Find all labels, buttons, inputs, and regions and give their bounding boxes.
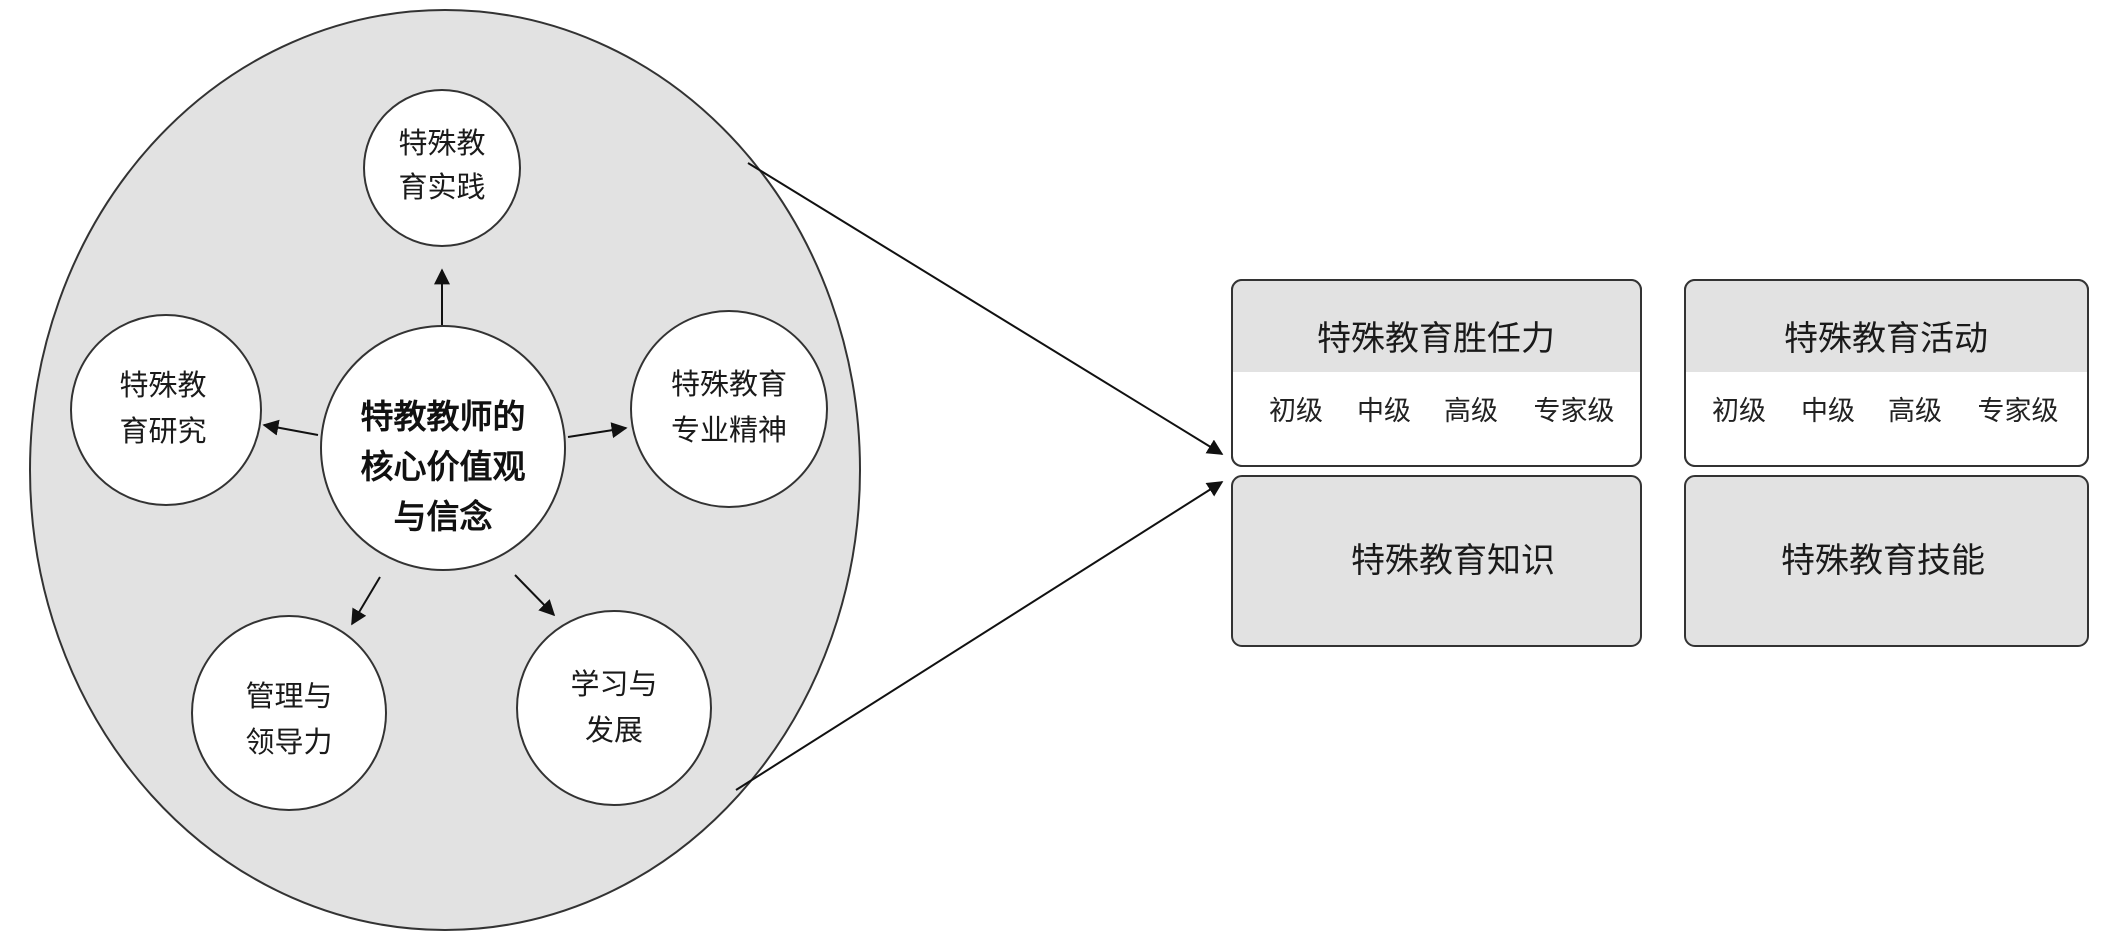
right-label-line2: 专业精神 <box>671 413 787 447</box>
arrow-to-bottom-left <box>351 576 381 626</box>
competency-level-2: 中级 <box>1357 396 1411 427</box>
bottom-right-label-line1: 学习与 <box>570 667 657 701</box>
competency-level-4: 专家级 <box>1534 396 1615 427</box>
bottom-left-circle <box>191 615 387 811</box>
center-label-line3: 与信念 <box>394 497 493 536</box>
top-label-line1: 特殊教 <box>398 126 485 160</box>
activity-box: 特殊教育活动 初级 中级 高级 专家级 <box>1684 279 2089 467</box>
skills-box: 特殊教育技能 <box>1684 475 2089 647</box>
competency-box: 特殊教育胜任力 初级 中级 高级 专家级 <box>1231 279 1642 467</box>
activity-level-4: 专家级 <box>1978 396 2059 427</box>
bottom-right-label-line2: 发展 <box>585 713 643 747</box>
right-label-line1: 特殊教育 <box>671 367 787 401</box>
center-label-line2: 核心价值观 <box>361 447 526 486</box>
connector-bottom <box>735 481 1224 791</box>
bottom-right-circle <box>516 610 712 806</box>
left-label-line1: 特殊教 <box>119 368 206 402</box>
arrow-to-bottom-right <box>514 574 556 617</box>
center-label-line1: 特教教师的 <box>361 397 526 436</box>
top-label-line2: 育实践 <box>398 170 485 204</box>
activity-title: 特殊教育活动 <box>1784 319 1988 359</box>
competency-level-3: 高级 <box>1444 396 1498 427</box>
arrow-to-right <box>567 422 628 439</box>
left-circle <box>70 314 262 506</box>
bottom-left-label-line1: 管理与 <box>245 679 332 713</box>
activity-level-2: 中级 <box>1801 396 1855 427</box>
center-circle <box>320 325 566 571</box>
bottom-left-label-line2: 领导力 <box>245 725 332 759</box>
right-circle <box>630 310 828 508</box>
activity-level-3: 高级 <box>1888 396 1942 427</box>
activity-level-1: 初级 <box>1712 396 1766 427</box>
connector-top <box>747 162 1224 455</box>
knowledge-title: 特殊教育知识 <box>1351 541 1555 581</box>
skills-title: 特殊教育技能 <box>1781 541 1985 581</box>
competency-level-1: 初级 <box>1269 396 1323 427</box>
arrow-to-left <box>262 419 319 436</box>
left-label-line2: 育研究 <box>119 414 206 448</box>
competency-title: 特殊教育胜任力 <box>1317 319 1555 359</box>
knowledge-box: 特殊教育知识 <box>1231 475 1642 647</box>
top-circle <box>363 89 521 247</box>
